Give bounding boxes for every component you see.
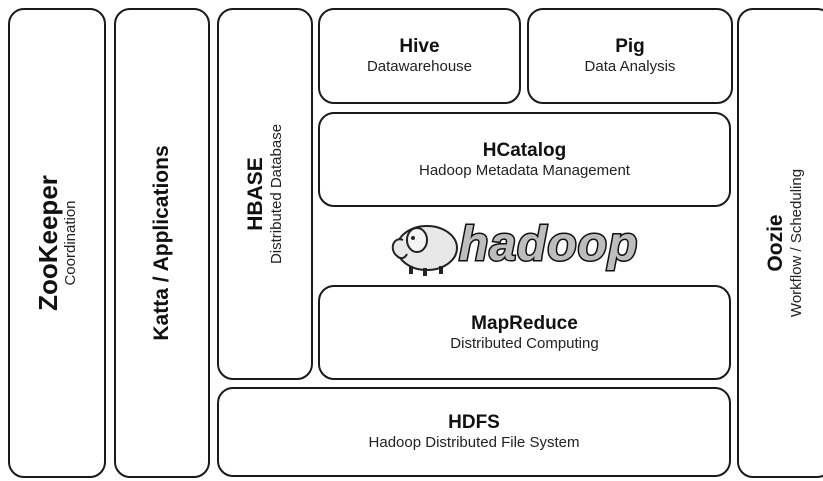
hadoop-wordmark: hadoop xyxy=(459,218,638,271)
hdfs-subtitle: Hadoop Distributed File System xyxy=(368,434,580,451)
hbase-subtitle: Distributed Database xyxy=(268,123,285,265)
hcatalog-box: HCatalog Hadoop Metadata Management xyxy=(318,112,731,207)
zookeeper-box: ZooKeeper Coordination xyxy=(8,8,106,478)
pig-title: Pig xyxy=(615,36,645,57)
hdfs-box: HDFS Hadoop Distributed File System xyxy=(217,387,731,477)
mapreduce-box: MapReduce Distributed Computing xyxy=(318,285,731,380)
elephant-icon: hadoop xyxy=(391,217,639,276)
zookeeper-subtitle: Coordination xyxy=(62,200,79,286)
hive-box: Hive Datawarehouse xyxy=(318,8,521,104)
mapreduce-title: MapReduce xyxy=(471,312,578,334)
oozie-title: Oozie xyxy=(764,214,787,272)
pig-subtitle: Data Analysis xyxy=(584,58,676,75)
hbase-title: HBASE xyxy=(244,157,267,231)
pig-box: Pig Data Analysis xyxy=(527,8,733,104)
hdfs-title: HDFS xyxy=(448,412,500,433)
hive-subtitle: Datawarehouse xyxy=(366,58,473,75)
hcatalog-subtitle: Hadoop Metadata Management xyxy=(419,161,630,179)
hadoop-logo: hadoop xyxy=(385,210,665,278)
hive-title: Hive xyxy=(399,36,440,57)
katta-box: Katta / Applications xyxy=(114,8,210,478)
mapreduce-subtitle: Distributed Computing xyxy=(450,334,599,352)
katta-title: Katta / Applications xyxy=(150,145,173,341)
hbase-box: HBASE Distributed Database xyxy=(217,8,313,380)
oozie-box: Oozie Workflow / Scheduling xyxy=(737,8,823,478)
zookeeper-title: ZooKeeper xyxy=(33,175,63,311)
oozie-subtitle: Workflow / Scheduling xyxy=(788,168,805,318)
hcatalog-title: HCatalog xyxy=(482,139,567,161)
